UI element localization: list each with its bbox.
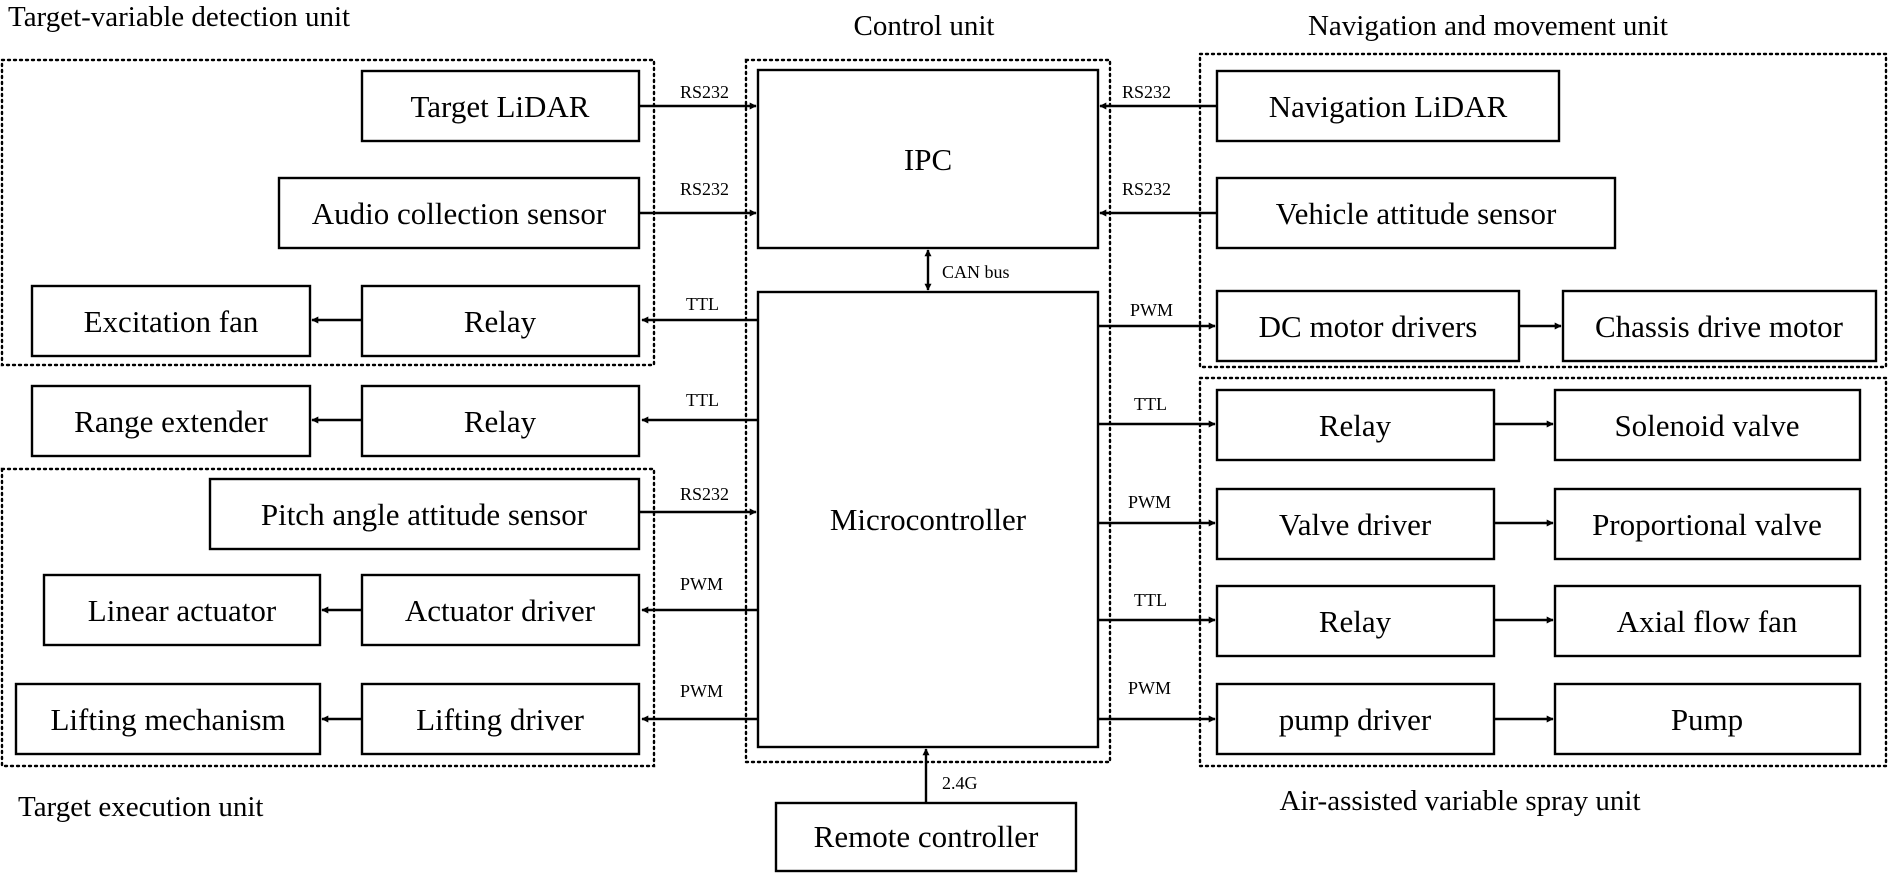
navigation-lidar-box (1215, 69, 1561, 143)
control-unit-frame (744, 58, 1112, 764)
spray-unit-title: Air-assisted variable spray unit (1279, 785, 1640, 817)
lifting-mechanism-label: Lifting mechanism (50, 702, 285, 737)
dc-motor-link-label: PWM (1130, 300, 1173, 320)
pump-driver-label: pump driver (1279, 702, 1432, 737)
remote-link-label: 2.4G (942, 773, 978, 793)
relay-fan-label: Relay (464, 304, 537, 339)
audio-sensor-label: Audio collection sensor (312, 196, 607, 231)
valve-driver-box (1215, 487, 1496, 561)
solenoid-valve-label: Solenoid valve (1614, 408, 1799, 443)
control-unit-title: Control unit (854, 10, 995, 42)
relay-axial-box (1215, 584, 1496, 658)
pitch-sensor-box (208, 477, 641, 551)
solenoid-valve-box (1553, 388, 1862, 462)
vehicle-sensor-box (1215, 176, 1617, 250)
range-extender-label: Range extender (74, 404, 268, 439)
spray-unit-frame (1198, 376, 1888, 768)
relay-range-box (360, 384, 641, 458)
pitch-sensor-label: Pitch angle attitude sensor (261, 497, 588, 532)
can-bus-label: CAN bus (942, 262, 1010, 282)
relay-fan-link-label: TTL (686, 294, 719, 314)
range-extender-box (30, 384, 312, 458)
execution-unit-frame (0, 467, 656, 768)
chassis-motor-label: Chassis drive motor (1595, 309, 1844, 344)
microcontroller-box (756, 290, 1100, 749)
relay-axial-label: Relay (1319, 604, 1392, 639)
relay-range-link-label: TTL (686, 390, 719, 410)
relay-solenoid-label: Relay (1319, 408, 1392, 443)
lifting-mechanism-box (14, 682, 322, 756)
execution-unit-title: Target execution unit (18, 791, 263, 823)
relay-range-label: Relay (464, 404, 537, 439)
detection-unit-title: Target-variable detection unit (8, 1, 350, 33)
excitation-fan-label: Excitation fan (84, 304, 259, 339)
chassis-motor-box (1561, 289, 1878, 363)
navigation-lidar-label: Navigation LiDAR (1269, 89, 1508, 124)
pitch-sensor-link-label: RS232 (680, 484, 729, 504)
target-lidar-link-label: RS232 (680, 82, 729, 102)
valve-driver-link-label: PWM (1128, 492, 1171, 512)
axial-fan-label: Axial flow fan (1617, 604, 1798, 639)
dc-motor-drivers-label: DC motor drivers (1259, 309, 1478, 344)
navigation-unit-frame (1198, 52, 1888, 369)
pump-label: Pump (1671, 702, 1743, 737)
lifting-driver-label: Lifting driver (416, 702, 585, 737)
lifting-driver-box (360, 682, 641, 756)
remote-controller-label: Remote controller (814, 819, 1039, 854)
linear-actuator-label: Linear actuator (88, 593, 277, 628)
relay-solenoid-box (1215, 388, 1496, 462)
target-lidar-label: Target LiDAR (411, 89, 590, 124)
relay-fan-box (360, 284, 641, 358)
vehicle-sensor-label: Vehicle attitude sensor (1276, 196, 1557, 231)
pump-box (1553, 682, 1862, 756)
navigation-lidar-link-label: RS232 (1122, 82, 1171, 102)
vehicle-sensor-link-label: RS232 (1122, 179, 1171, 199)
actuator-driver-label: Actuator driver (405, 593, 596, 628)
navigation-unit-title: Navigation and movement unit (1308, 10, 1668, 42)
excitation-fan-box (30, 284, 312, 358)
linear-actuator-box (42, 573, 322, 647)
pump-driver-link-label: PWM (1128, 678, 1171, 698)
ipc-box (756, 68, 1100, 250)
audio-sensor-box (277, 176, 641, 250)
lifting-driver-link-label: PWM (680, 681, 723, 701)
ipc-label: IPC (904, 142, 952, 177)
relay-solenoid-link-label: TTL (1134, 394, 1167, 414)
relay-axial-link-label: TTL (1134, 590, 1167, 610)
dc-motor-drivers-box (1215, 289, 1521, 363)
audio-sensor-link-label: RS232 (680, 179, 729, 199)
proportional-valve-box (1553, 487, 1862, 561)
actuator-driver-link-label: PWM (680, 574, 723, 594)
microcontroller-label: Microcontroller (830, 502, 1027, 537)
remote-controller-box (774, 801, 1078, 873)
valve-driver-label: Valve driver (1279, 507, 1432, 542)
axial-fan-box (1553, 584, 1862, 658)
proportional-valve-label: Proportional valve (1592, 507, 1822, 542)
pump-driver-box (1215, 682, 1496, 756)
target-lidar-box (360, 69, 641, 143)
